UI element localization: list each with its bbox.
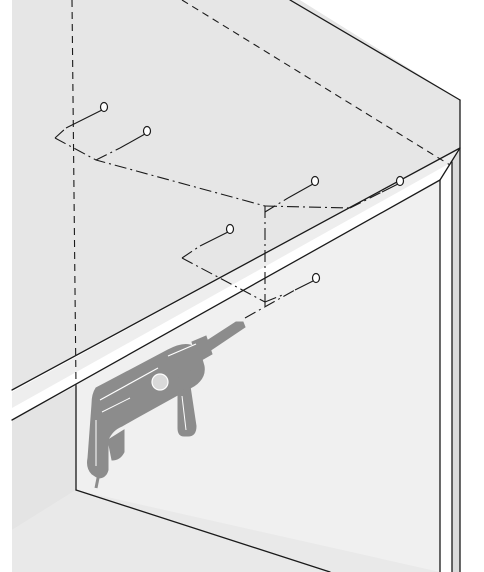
screw-icon xyxy=(99,101,109,113)
screw-1 xyxy=(65,101,109,129)
alignment-guides xyxy=(54,127,383,319)
screw-3 xyxy=(287,175,320,199)
screw-icon xyxy=(395,175,405,187)
screw-2 xyxy=(119,125,152,149)
screw-icon xyxy=(310,175,320,187)
cabinet-interior xyxy=(12,180,440,572)
screw-icon xyxy=(142,125,152,137)
power-drill-icon xyxy=(87,321,246,489)
drill-vent xyxy=(151,373,169,391)
screw-icon xyxy=(311,272,321,284)
hidden-edges xyxy=(71,0,451,387)
cabinet-bottom xyxy=(12,490,440,572)
cabinet-outline xyxy=(11,0,461,572)
cabinet-left-wall xyxy=(12,386,76,530)
screw-4 xyxy=(381,175,405,193)
right-white-region xyxy=(300,0,484,572)
screw-icon xyxy=(225,223,235,235)
screw-5 xyxy=(199,223,235,247)
cabinet-right-edge xyxy=(452,150,460,572)
screw-6 xyxy=(294,272,321,291)
wall-background xyxy=(12,0,460,390)
cabinet-top-panel xyxy=(12,148,460,408)
